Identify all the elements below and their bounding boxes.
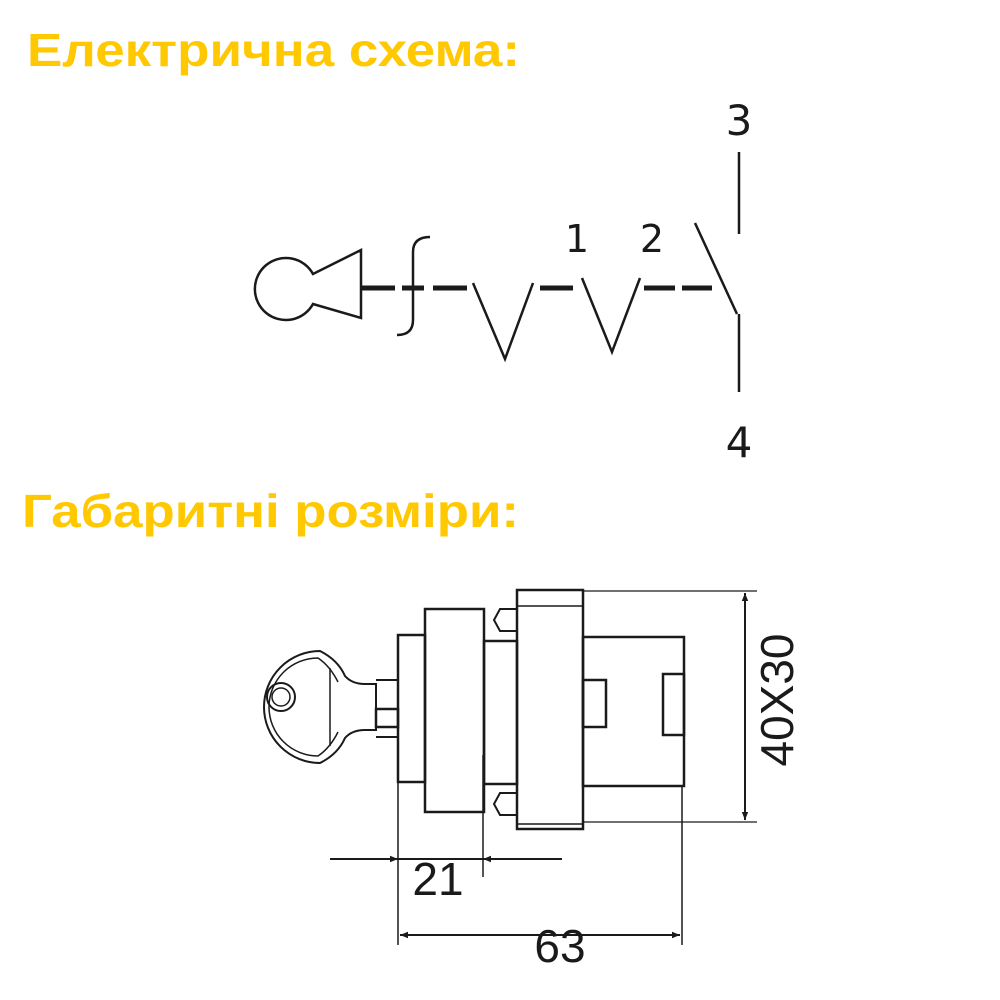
- detent-2-icon: [580, 277, 642, 356]
- contact-block: [581, 635, 686, 788]
- position-1-label: 1: [565, 217, 589, 261]
- terminal-3-label: 3: [726, 96, 753, 145]
- detent-1-icon: [471, 282, 535, 363]
- front-dimension-label: 21: [412, 853, 463, 905]
- key-tab: [374, 707, 400, 729]
- dimensions-title: Габаритні розміри:: [22, 485, 519, 537]
- key-switch-drawing: 40X30 21 63: [263, 588, 803, 972]
- contact-latch-left: [581, 678, 608, 729]
- mounting-base: [515, 588, 585, 831]
- switch-blade: [693, 222, 739, 315]
- height-dimension-label: 40X30: [751, 633, 803, 766]
- delay-bracket-icon: [396, 235, 431, 337]
- terminal-pin-top: [492, 608, 517, 632]
- neck: [482, 639, 519, 786]
- contact-latch-right: [661, 672, 686, 737]
- position-2-label: 2: [640, 217, 664, 261]
- schematic-title: Електрична схема:: [27, 24, 520, 76]
- key-icon: [263, 649, 398, 765]
- terminal-pin-bottom: [492, 792, 517, 816]
- terminal-4-label: 4: [726, 418, 753, 467]
- front-bezel: [423, 607, 486, 814]
- length-dimension-label: 63: [534, 920, 585, 972]
- key-symbol-icon: [253, 247, 363, 322]
- bezel-ring: [396, 633, 427, 784]
- key-switch-schematic: 3 4 1 2: [253, 96, 753, 467]
